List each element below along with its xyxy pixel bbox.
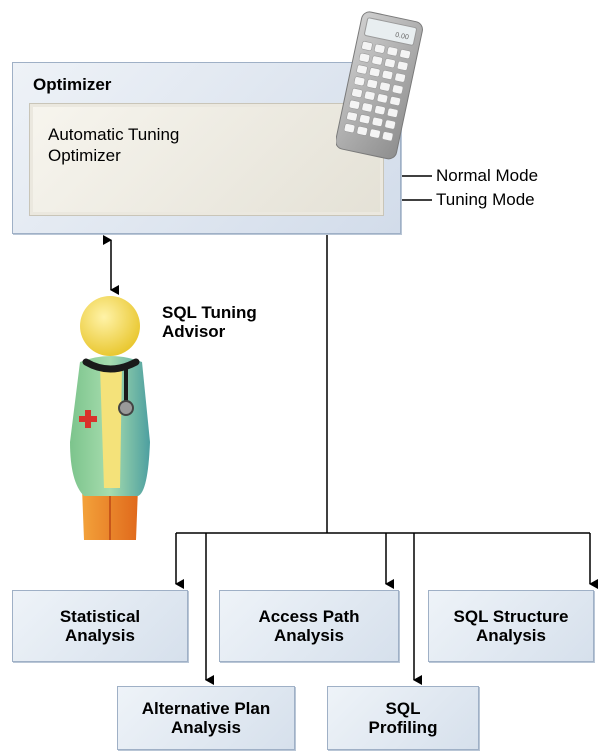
automatic-tuning-optimizer-label: Automatic Tuning Optimizer xyxy=(48,124,248,166)
optimizer-title: Optimizer xyxy=(33,75,112,94)
alternative-plan-line-1: Alternative Plan xyxy=(141,699,271,718)
sql-profiling-box: SQL Profiling xyxy=(327,686,479,750)
alternative-plan-line-2: Analysis xyxy=(171,718,241,737)
access-path-analysis-box: Access Path Analysis xyxy=(219,590,399,662)
statistical-line-2: Analysis xyxy=(65,626,135,645)
sql-structure-line-1: SQL Structure xyxy=(453,607,569,626)
svg-text:0.00: 0.00 xyxy=(395,32,410,42)
alternative-plan-analysis-box: Alternative Plan Analysis xyxy=(117,686,295,750)
sql-tuning-advisor-doctor-icon xyxy=(70,296,150,540)
calculator-icon: 0.00 xyxy=(336,11,423,160)
access-path-line-2: Analysis xyxy=(274,626,344,645)
statistical-line-1: Statistical xyxy=(59,607,141,626)
sql-tuning-advisor-label: SQL Tuning Advisor xyxy=(162,303,302,341)
tuning-mode-label: Tuning Mode xyxy=(436,190,535,209)
optimizer-box: Optimizer Automatic Tuning Optimizer xyxy=(12,62,401,234)
inner-line-2: Optimizer xyxy=(48,146,121,165)
advisor-line-2: Advisor xyxy=(162,322,226,341)
access-path-line-1: Access Path xyxy=(258,607,360,626)
sql-structure-line-2: Analysis xyxy=(476,626,546,645)
sql-structure-analysis-box: SQL Structure Analysis xyxy=(428,590,594,662)
statistical-analysis-box: Statistical Analysis xyxy=(12,590,188,662)
advisor-line-1: SQL Tuning xyxy=(162,303,257,322)
sql-profiling-line-2: Profiling xyxy=(368,718,438,737)
normal-mode-label: Normal Mode xyxy=(436,166,539,185)
sql-profiling-line-1: SQL xyxy=(385,699,421,718)
inner-line-1: Automatic Tuning xyxy=(48,125,180,144)
automatic-tuning-optimizer-box: Automatic Tuning Optimizer xyxy=(29,103,384,216)
